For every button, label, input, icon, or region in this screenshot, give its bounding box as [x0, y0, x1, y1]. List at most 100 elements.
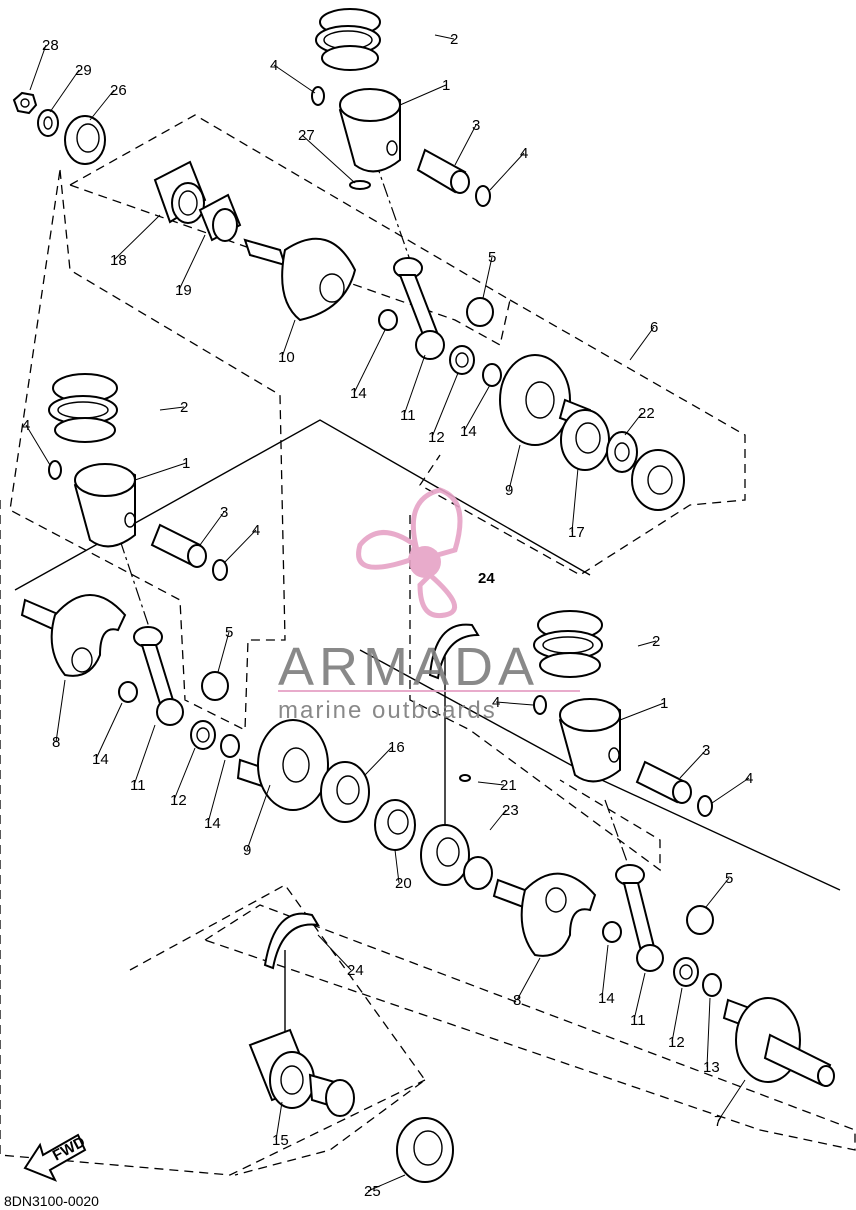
- part-19-collar: [198, 193, 242, 242]
- callout-leader: [671, 987, 683, 1043]
- part-28-nut: [12, 91, 38, 115]
- callout-2: 2: [450, 31, 458, 48]
- callout-leader: [705, 877, 730, 908]
- callout-leader: [95, 702, 123, 760]
- callout-leader: [134, 462, 187, 481]
- callout-leader: [367, 1174, 406, 1192]
- part-7-crankshaft-end: [722, 997, 835, 1087]
- part-21-pin: [459, 774, 471, 782]
- callout-leader: [273, 64, 316, 94]
- callout-14: 14: [460, 423, 477, 440]
- part-26-oil-seal: [64, 115, 106, 165]
- callout-2: 2: [652, 633, 660, 650]
- callout-leader: [113, 214, 161, 261]
- part-24-circlip-mid: [428, 623, 480, 680]
- callout-leader: [173, 747, 196, 801]
- callout-leader: [281, 319, 296, 358]
- callout-leader: [217, 631, 230, 673]
- callout-leader: [89, 89, 115, 121]
- part-22-gear: [606, 431, 638, 473]
- fwd-arrow-icon: FWD: [23, 1133, 88, 1182]
- callout-28: 28: [42, 37, 59, 54]
- callout-leader: [637, 640, 657, 647]
- callout-14: 14: [350, 385, 367, 402]
- callout-11: 11: [630, 1012, 646, 1029]
- callout-leader: [477, 781, 505, 786]
- callout-leader: [679, 749, 707, 779]
- callout-leader: [463, 384, 491, 432]
- callout-leader: [601, 944, 609, 999]
- center-line-1: [374, 159, 411, 261]
- group-outline-middle: [0, 500, 426, 1176]
- callout-1: 1: [182, 455, 190, 472]
- callout-15: 15: [272, 1132, 289, 1149]
- callout-19: 19: [175, 282, 192, 299]
- part-1-piston-left: [73, 463, 136, 548]
- callout-10: 10: [278, 349, 295, 366]
- callout-14: 14: [204, 815, 221, 832]
- callout-25: 25: [364, 1183, 381, 1200]
- callout-leader: [224, 529, 257, 563]
- part-4-clip: [311, 86, 325, 106]
- part-2-piston-rings-left: [48, 373, 118, 443]
- callout-17: 17: [568, 524, 585, 541]
- part-15-collar: [308, 1073, 355, 1117]
- callout-leader: [633, 972, 646, 1021]
- callout-leader: [571, 467, 579, 533]
- callout-leader: [301, 134, 356, 184]
- callout-8: 8: [52, 734, 60, 751]
- part-14-washer-top-b: [482, 363, 502, 387]
- part-15-bearing: [248, 1028, 315, 1109]
- callout-leader: [55, 679, 66, 743]
- part-4-clip-left-b: [212, 559, 228, 581]
- part-24-circlip-bottom: [263, 912, 320, 970]
- callout-5: 5: [225, 624, 233, 641]
- part-2-piston-rings-right: [533, 610, 603, 678]
- callout-leader: [364, 746, 393, 776]
- callout-1: 1: [660, 695, 668, 712]
- watermark-brand: ARMADA: [278, 637, 539, 697]
- part-25-oil-seal: [396, 1117, 454, 1183]
- part-27-pin: [349, 180, 371, 190]
- diagram-code: 8DN3100-0020: [4, 1193, 99, 1209]
- watermark-tagline: marine outboards: [278, 697, 497, 724]
- callout-leader: [275, 1101, 283, 1141]
- part-17-bearing-b: [631, 449, 685, 511]
- part-8-crank-web-right: [492, 872, 597, 957]
- callout-1: 1: [442, 77, 450, 94]
- callout-leader: [317, 934, 352, 971]
- callout-leader: [717, 1079, 746, 1122]
- group-outline-top: [68, 114, 511, 346]
- part-4-clip-right: [533, 695, 547, 715]
- part-4-clip-left: [48, 460, 62, 480]
- part-3-piston-pin-right: [635, 760, 692, 804]
- part-5-bearing-right: [686, 905, 714, 935]
- callout-leader: [133, 724, 156, 786]
- part-2-piston-rings-top: [315, 8, 381, 71]
- part-17-bearing-a: [560, 409, 610, 471]
- callout-leader: [624, 412, 643, 436]
- callout-leader: [516, 957, 541, 1001]
- part-5-bearing-left: [201, 671, 229, 701]
- part-29-washer: [37, 109, 59, 137]
- callout-12: 12: [170, 792, 187, 809]
- callout-7: 7: [714, 1113, 722, 1130]
- part-4-clip-b: [475, 185, 491, 207]
- callout-leader: [178, 234, 206, 291]
- callout-11: 11: [400, 407, 416, 424]
- callout-24: 24: [347, 962, 364, 979]
- callout-20: 20: [395, 875, 412, 892]
- part-23-bearing: [420, 824, 493, 890]
- callout-27: 27: [298, 127, 315, 144]
- callout-leader: [403, 354, 426, 416]
- callout-13: 13: [703, 1059, 720, 1076]
- callout-8: 8: [513, 992, 521, 1009]
- callout-4: 4: [520, 145, 528, 162]
- part-14-washer-left-b: [220, 734, 240, 758]
- part-11-conrod-right: [615, 864, 664, 972]
- callout-21: 21: [500, 777, 517, 794]
- callout-leader: [207, 759, 226, 824]
- part-8-crank-web-left: [20, 594, 127, 677]
